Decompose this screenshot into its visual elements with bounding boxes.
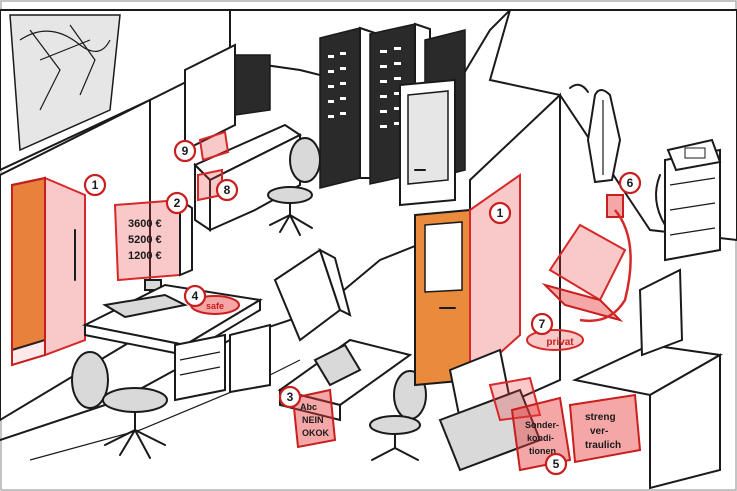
paper-special-line-1: Sonder- bbox=[525, 420, 559, 430]
badge-5-papers: 5 bbox=[544, 452, 568, 476]
paper-confidential-line-1: streng bbox=[585, 412, 616, 423]
badge-1-left-door: 1 bbox=[83, 173, 107, 197]
mousepad-privat-label: privat bbox=[546, 337, 574, 348]
svg-text:8: 8 bbox=[224, 183, 231, 197]
back-monitor-icon bbox=[234, 54, 271, 116]
badge-2-monitor: 2 bbox=[165, 191, 189, 215]
svg-text:9: 9 bbox=[182, 144, 189, 158]
mousepad-safe-label: safe bbox=[206, 301, 224, 311]
middle-workstation: Abc NEIN OKOK bbox=[273, 247, 427, 461]
power-socket bbox=[606, 194, 624, 218]
svg-text:5: 5 bbox=[553, 457, 560, 471]
window-tree bbox=[9, 14, 121, 152]
monitor-value-1: 3600 € bbox=[128, 218, 162, 230]
sticky-line-1: Abc bbox=[300, 402, 317, 412]
middle-chair bbox=[369, 370, 427, 461]
paper-confidential-line-3: traulich bbox=[585, 440, 621, 451]
badge-9-back-desk: 9 bbox=[173, 139, 197, 163]
badge-8-back-desk: 8 bbox=[215, 178, 239, 202]
svg-text:1: 1 bbox=[497, 206, 504, 220]
server-room-door bbox=[399, 78, 456, 207]
badge-7-privat-mousepad: 7 bbox=[530, 312, 554, 336]
middle-keyboard bbox=[313, 343, 362, 387]
left-keyboard bbox=[102, 293, 189, 319]
laptop-icon bbox=[541, 209, 632, 323]
right-door bbox=[414, 173, 521, 387]
svg-text:1: 1 bbox=[92, 178, 99, 192]
badge-3-sticky-note: 3 bbox=[278, 385, 302, 409]
sticky-line-3: OKOK bbox=[302, 428, 330, 438]
badge-1-right-door: 1 bbox=[488, 201, 512, 225]
desk-phone-icon bbox=[655, 138, 722, 226]
right-monitor-icon bbox=[638, 268, 684, 357]
monitor-value-2: 5200 € bbox=[128, 234, 162, 246]
left-chair bbox=[71, 351, 168, 459]
coat-hook-icon bbox=[569, 83, 622, 184]
svg-text:4: 4 bbox=[192, 289, 199, 303]
svg-text:2: 2 bbox=[174, 196, 181, 210]
paper-special-conditions bbox=[510, 396, 572, 472]
back-chair bbox=[267, 137, 321, 236]
badge-6-power-socket: 6 bbox=[618, 171, 642, 195]
sticky-note bbox=[291, 388, 337, 449]
svg-text:6: 6 bbox=[627, 176, 634, 190]
monitor-value-3: 1200 € bbox=[128, 250, 162, 262]
left-monitor-icon bbox=[113, 198, 193, 291]
paper-special-line-2: kondi- bbox=[527, 433, 554, 443]
back-workstation bbox=[184, 43, 321, 236]
printer-area: Sonder- kondi- tionen streng ver- trauli… bbox=[438, 348, 642, 472]
left-workstation: 3600 € 5200 € 1200 € safe bbox=[71, 198, 271, 459]
left-pc-tower bbox=[229, 323, 271, 394]
left-door bbox=[11, 176, 86, 367]
svg-text:3: 3 bbox=[287, 390, 294, 404]
svg-text:7: 7 bbox=[539, 317, 546, 331]
paper-special-line-3: tionen bbox=[529, 446, 556, 456]
paper-confidential bbox=[568, 393, 642, 464]
badge-4-safe-mousepad: 4 bbox=[183, 284, 207, 308]
paper-confidential-line-2: ver- bbox=[590, 426, 608, 437]
sticky-line-2: NEIN bbox=[302, 415, 324, 425]
